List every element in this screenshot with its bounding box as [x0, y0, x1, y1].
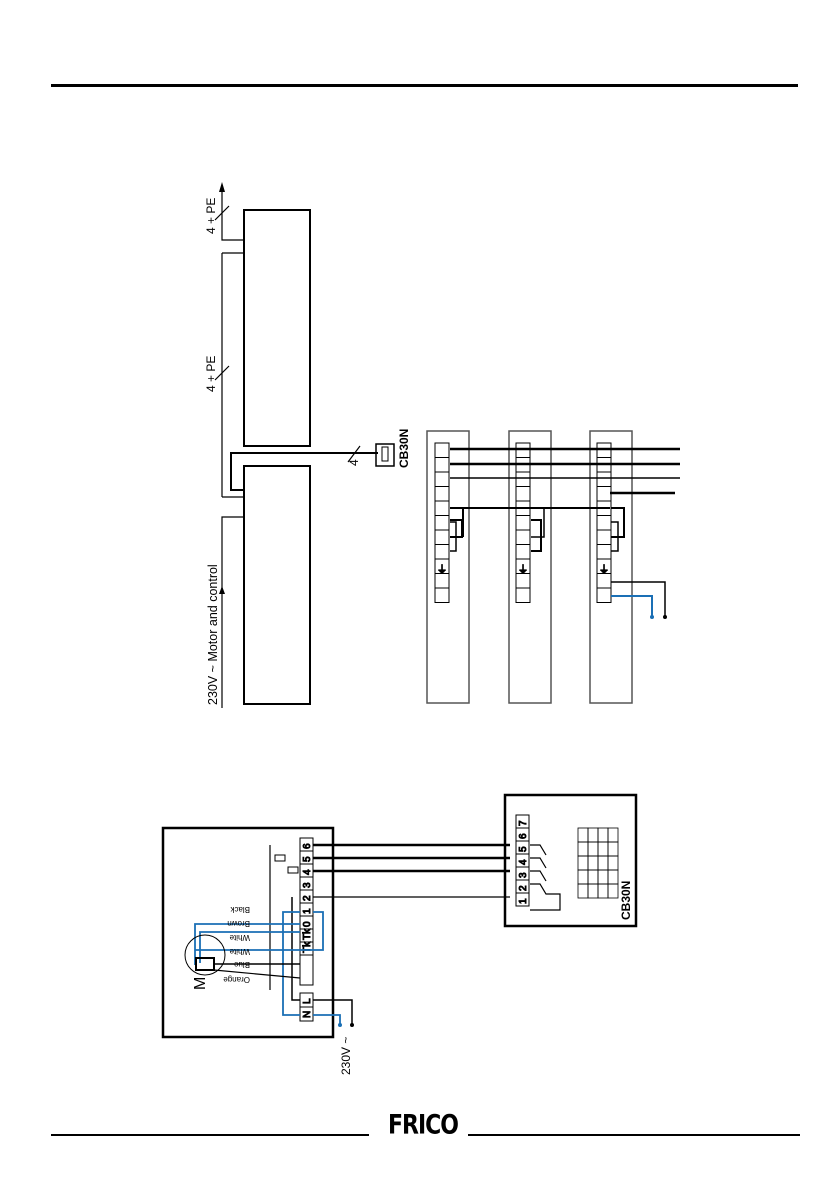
motor-label: M [192, 977, 209, 990]
terminal-cell [434, 587, 450, 603]
speed-table-cell [577, 855, 589, 871]
speed-table-cell [597, 827, 609, 843]
terminal-cell [515, 529, 531, 545]
earth-icon: ⏚ [518, 564, 528, 576]
speed-table-cell [577, 883, 589, 899]
header-rule [51, 84, 798, 87]
controller-terminal-label: 7 [518, 820, 529, 826]
terminal-label: 2 [302, 895, 313, 901]
unit-box-lower [243, 465, 311, 705]
terminal-label: 3 [302, 882, 313, 888]
terminal-cell [596, 486, 612, 502]
controller-terminal-label: 5 [518, 846, 529, 852]
terminal-cell [596, 515, 612, 531]
speed-table-cell [577, 869, 589, 885]
pe-label-top: 4 + PE [204, 198, 218, 234]
supply-voltage-label: 230V ~ [339, 1037, 353, 1075]
speed-table-cell [607, 841, 619, 857]
terminal-cell [515, 486, 531, 502]
speed-table-cell [597, 841, 609, 857]
terminal-cell [596, 544, 612, 560]
speed-table-cell [597, 869, 609, 885]
terminal-cell [434, 457, 450, 473]
wire-label-orange: Orange [223, 975, 250, 984]
terminal-label: 5 [302, 856, 313, 862]
unit-panel-3 [589, 430, 633, 704]
earth-icon: ⏚ [599, 564, 609, 576]
terminal-cell [434, 500, 450, 516]
unit-box-upper [243, 209, 311, 447]
controller-terminal-label: 3 [518, 872, 529, 878]
controller-terminal [515, 814, 530, 829]
terminal-cell [515, 515, 531, 531]
frico-logo: FRICO [388, 1110, 459, 1141]
terminal-cell [596, 471, 612, 487]
terminal-label: 0 [302, 921, 313, 927]
terminal-cell [434, 471, 450, 487]
speed-table-cell [607, 883, 619, 899]
terminal-cell [596, 587, 612, 603]
cb30n-label: CB30N [397, 429, 411, 468]
controller-label: CB30N [619, 881, 633, 920]
speed-table-cell [577, 841, 589, 857]
speed-table-cell [597, 883, 609, 899]
footer-rule-left [51, 1134, 369, 1136]
controller-enclosure [503, 793, 638, 928]
supply-terminal-label: N [302, 1011, 313, 1018]
wire-label-white: White [229, 947, 250, 956]
top-diagram: ⏚ ⏚ ⏚ [214, 182, 680, 708]
speed-table-cell [587, 827, 599, 843]
controller-terminal-label: 6 [518, 833, 529, 839]
wire-label-brown: Brown [227, 919, 250, 928]
terminal-cell [515, 471, 531, 487]
speed-table-cell [587, 841, 599, 857]
controller-terminal-label: 4 [518, 859, 529, 865]
terminal-label: 4 [302, 869, 313, 875]
unit-enclosure [161, 826, 335, 1039]
supply-label: 230V ~ Motor and control [206, 564, 220, 705]
supply-terminal [299, 1006, 314, 1022]
speed-table-cell [607, 855, 619, 871]
wire-label-blue: Blue [233, 960, 250, 969]
speed-table-cell [577, 827, 589, 843]
wire-label-black: Black [229, 905, 250, 914]
controller-terminal-label: 1 [518, 898, 529, 904]
speed-table-cell [607, 869, 619, 885]
cable-count-label: 4 [347, 459, 361, 466]
terminal-cell [515, 544, 531, 560]
terminal-cell [434, 544, 450, 560]
speed-table-cell [607, 827, 619, 843]
speed-table-cell [597, 855, 609, 871]
terminal-label: 6 [302, 843, 313, 849]
unit-panel-2 [508, 430, 552, 704]
terminal-cell [434, 486, 450, 502]
speed-table-cell [587, 869, 599, 885]
controller-terminal-label: 2 [518, 885, 529, 891]
supply-terminal-label: L [302, 998, 313, 1004]
terminal-cell [434, 442, 450, 458]
wire-label-white: White [229, 933, 250, 942]
pe-label-middle: 4 + PE [204, 356, 218, 392]
cb30n-icon [375, 443, 395, 467]
footer-rule-right [468, 1134, 800, 1136]
terminal-label: 1 [302, 908, 313, 914]
motor-symbol [184, 934, 226, 976]
terminal-label: Tk [302, 928, 313, 940]
speed-table-cell [587, 883, 599, 899]
terminal-cell [515, 587, 531, 603]
terminal-cell [596, 529, 612, 545]
unit-panel-1 [426, 430, 470, 704]
speed-table-cell [587, 855, 599, 871]
terminal-cell [434, 515, 450, 531]
terminal-label: Tk [302, 941, 313, 953]
earth-icon: ⏚ [437, 564, 447, 576]
terminal-cell [434, 529, 450, 545]
